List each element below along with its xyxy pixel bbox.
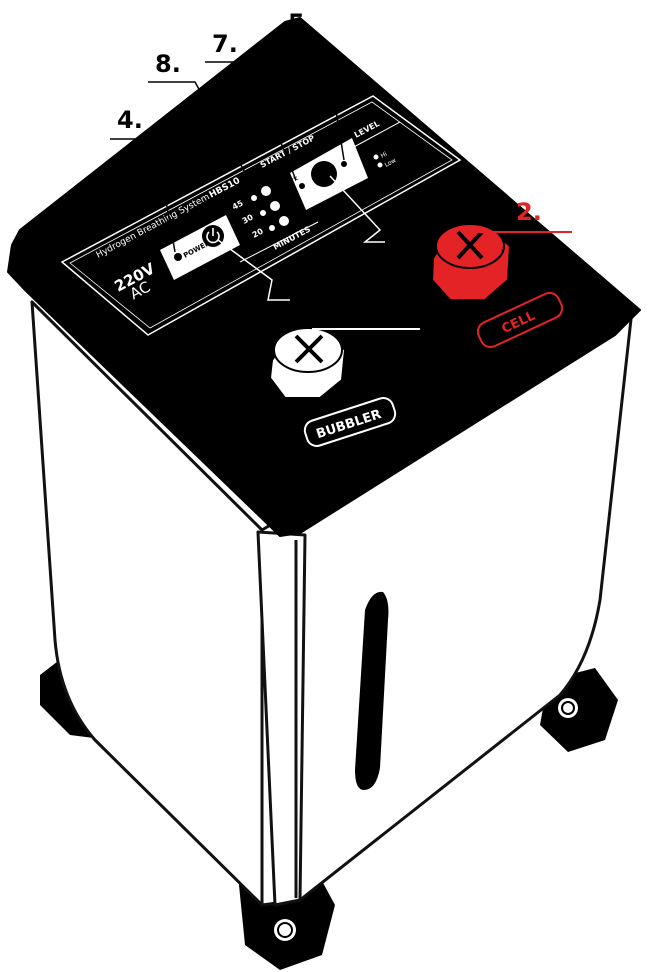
level-hi-label: Hi [380, 151, 389, 160]
work-indicator-led [299, 183, 305, 189]
callout-8-leader [148, 81, 259, 197]
timer-icon-45 [261, 186, 271, 196]
callout-3-leader [217, 239, 290, 301]
timer-icon-20 [279, 216, 289, 226]
timer-led-45 [251, 195, 257, 201]
callout-3: 3. [232, 296, 258, 324]
timer-led-20 [269, 225, 275, 231]
callout-2: 2. [516, 198, 542, 226]
control-panel-frame [60, 95, 462, 336]
callout-1: 1. [362, 295, 388, 323]
cell-port[interactable] [430, 223, 512, 301]
device-body [30, 300, 634, 907]
plus-cap-icon [294, 334, 324, 364]
power-section: POWER [160, 215, 240, 280]
callouts: 1. 2. 3. 4. 5. 6. 7. 8. [110, 9, 572, 330]
power-indicator-led [174, 253, 182, 261]
hex-bolt-icon [274, 919, 296, 941]
callout-6-leader [329, 175, 385, 243]
bubbler-port[interactable] [268, 327, 347, 399]
level-window [355, 591, 389, 790]
callout-8: 8. [155, 50, 181, 78]
power-button[interactable] [202, 225, 224, 247]
callout-4-leader [110, 138, 176, 253]
top-panel: Hydrogen Breathing System HBS10 220V AC … [7, 17, 641, 537]
callout-7: 7. [212, 30, 238, 58]
callout-6: 6. [338, 235, 364, 263]
timer-led-30 [260, 210, 266, 216]
level-indicator-led [341, 161, 347, 167]
plus-cap-icon [456, 230, 484, 260]
level-low-label: Low [384, 157, 398, 169]
callout-4: 4. [117, 106, 143, 134]
hex-bolt-icon [558, 698, 578, 718]
level-hi-led [373, 154, 379, 160]
start-stop-button[interactable] [311, 161, 337, 187]
level-low-led [377, 162, 383, 168]
callout-5: 5. [288, 9, 314, 37]
callout-7-leader [205, 61, 297, 181]
callout-5-leader [280, 41, 345, 161]
timer-icon-30 [270, 201, 280, 211]
power-icon [206, 228, 220, 244]
